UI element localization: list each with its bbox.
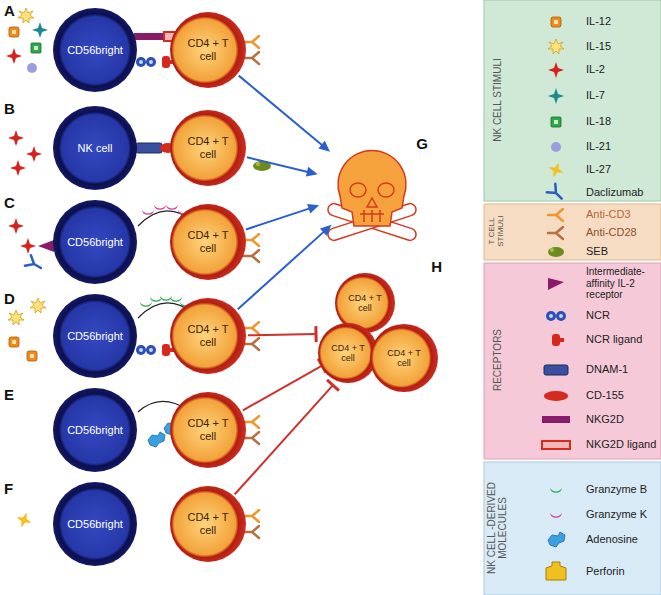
legend-text: NCR [586, 309, 610, 322]
cell-label: CD4 + T cell [348, 293, 382, 314]
arrowhead [307, 204, 319, 213]
cell-label: CD4 + T cell [186, 37, 230, 62]
legend-text: Granzyme K [586, 508, 647, 521]
legend-text: IL-27 [586, 163, 611, 176]
connector [239, 76, 323, 146]
legend-text: NCR ligand [586, 333, 642, 346]
nk-cell: CD56bright [53, 482, 137, 566]
panel-letter: G [416, 135, 428, 152]
connector [246, 208, 311, 229]
legend-text: Anti-CD3 [586, 208, 631, 221]
panel-letter: D [4, 290, 15, 307]
legend-text: NKG2D ligand [586, 438, 656, 451]
t-cell: CD4 + T cell [170, 392, 246, 468]
cell-label: CD4 + T cell [186, 229, 230, 254]
cell-label: CD56bright [67, 424, 123, 437]
cell-label: CD56bright [67, 518, 123, 531]
legend-text: IL-18 [586, 115, 611, 128]
panel-letter: C [4, 194, 15, 211]
inhibition-bar [327, 380, 339, 391]
skull-crossbones [326, 151, 417, 242]
inhibition-bar [314, 326, 317, 342]
nk-cell: CD56bright [53, 8, 137, 92]
t-cell: CD4 + T cell [170, 204, 246, 280]
cell-label: CD56bright [67, 330, 123, 343]
legend-text: NKG2D [586, 413, 624, 426]
legend-text: SEB [586, 245, 608, 258]
cell-label: CD56bright [67, 236, 123, 249]
legend-text: Anti-CD28 [586, 226, 637, 239]
cell-label: NK cell [78, 142, 113, 155]
legend-text: IL-15 [586, 40, 611, 53]
legend-text: IL-12 [586, 15, 611, 28]
legend-text: Daclizumab [586, 186, 643, 199]
panel-header: NK CELL -DERIVED MOLECULES [486, 466, 508, 591]
t-cell: CD4 + T cell [170, 12, 246, 88]
cell-label: CD4 + T cell [186, 323, 230, 348]
t-cell: CD4 + T cell [170, 110, 246, 186]
legend-panels [484, 0, 661, 595]
panel-header: NK CELL STIMULI [492, 10, 503, 190]
legend-text: IL-7 [586, 89, 605, 102]
panel-letter: H [431, 258, 442, 275]
t-cell-receptors [244, 36, 259, 538]
t-cell: CD4 + T cell [170, 486, 246, 562]
panel-letter: A [4, 2, 15, 19]
legend-text: Adenosine [586, 533, 638, 546]
connector [248, 334, 316, 335]
nk-cell: CD56bright [53, 200, 137, 284]
cell-label: CD4 + T cell [331, 343, 365, 364]
t-cell: CD4 + T cell [370, 324, 438, 392]
cell-label: CD4 + T cell [186, 417, 230, 442]
connector [238, 231, 325, 309]
t-cell: CD4 + T cell [170, 298, 246, 374]
cell-label: CD4 + T cell [387, 348, 421, 369]
cell-label: CD4 + T cell [186, 135, 230, 160]
panel-header: T CELL STIMULI [488, 205, 506, 257]
legend-text: Intermediate-affinity IL-2 receptor [586, 266, 658, 301]
connector [235, 385, 333, 494]
legend-text: Perforin [586, 565, 625, 578]
panel-letter: E [4, 386, 14, 403]
connector [247, 157, 309, 172]
panel-header: RECEPTORS [492, 270, 503, 450]
nk-cell: NK cell [53, 106, 137, 190]
cytokines-and-receptors [6, 8, 271, 562]
arrowhead [306, 167, 318, 177]
cell-label: CD56bright [67, 44, 123, 57]
cell-label: CD4 + T cell [186, 511, 230, 536]
legend-text: Granzyme B [586, 483, 647, 496]
t-cell: CD4 + T cell [318, 323, 378, 383]
connector [243, 366, 322, 411]
legend-text: CD-155 [586, 389, 624, 402]
panel-letter: F [4, 480, 13, 497]
nk-cell: CD56bright [53, 294, 137, 378]
legend-text: DNAM-1 [586, 363, 628, 376]
arrowhead [320, 225, 332, 236]
cell-death-node: G [318, 135, 428, 240]
panel-letter: B [4, 100, 15, 117]
nk-cell: CD56bright [53, 388, 137, 472]
legend-icons [542, 17, 570, 580]
legend-text: IL-21 [586, 140, 611, 153]
legend-text: IL-2 [586, 63, 605, 76]
proliferation-group: HCD4 + T cellCD4 + T cellCD4 + T cell [318, 258, 442, 408]
arrowhead [318, 141, 330, 152]
